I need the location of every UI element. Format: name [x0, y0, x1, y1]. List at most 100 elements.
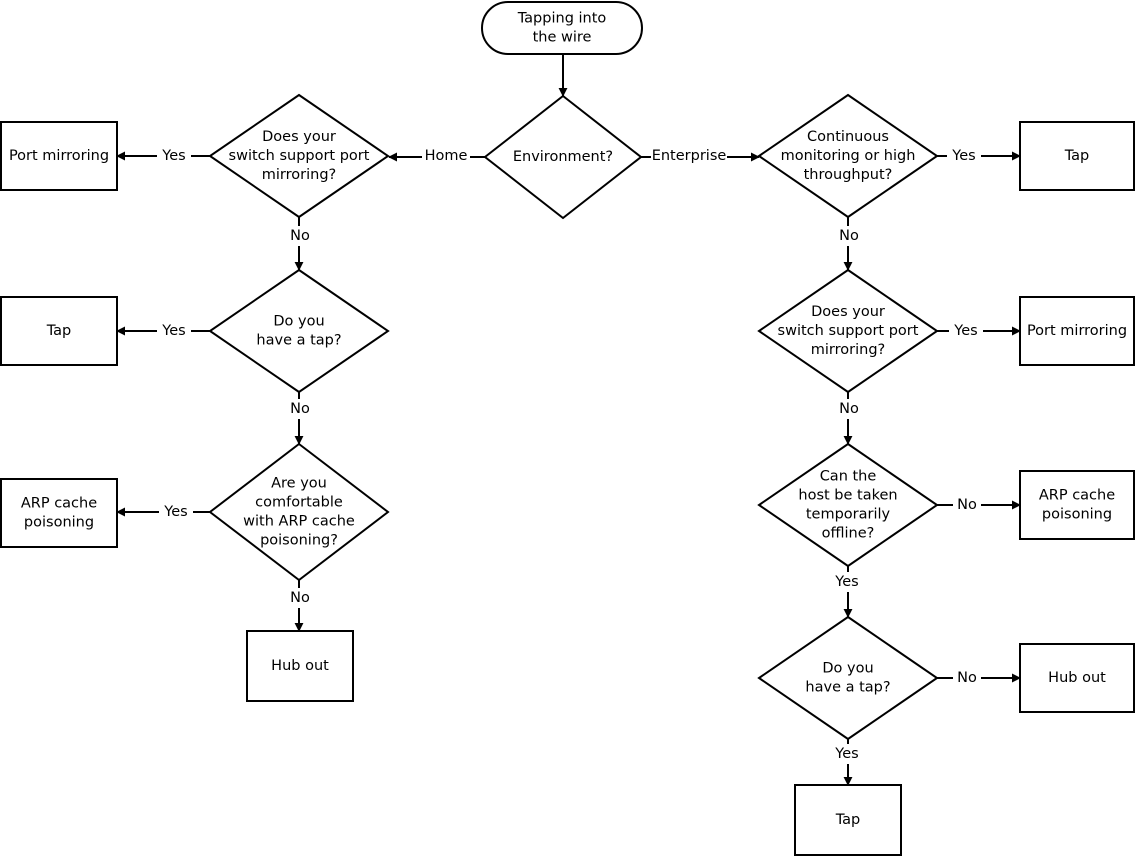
node-text-line: have a tap? [805, 680, 890, 696]
result-box [1019, 470, 1135, 540]
edge-label-text: Yes [834, 746, 858, 762]
edge-home-tap-yes-label: Yes [157, 321, 191, 341]
node-text-line: Do you [822, 661, 873, 677]
result-box [246, 630, 354, 702]
ent-port-mirroring-result: Port mirroring [1019, 296, 1135, 366]
edge-label-background [651, 146, 727, 166]
edge-ent-cont-no-label: No [836, 226, 862, 246]
edge-environment-enterprise-label: Enterprise [651, 146, 727, 166]
edge-environment-home-label: Home [422, 146, 470, 166]
edge-label-text: No [957, 497, 977, 513]
edge-label-text: Yes [834, 574, 858, 590]
node-text-line: host be taken [798, 488, 897, 504]
edge-label-background [953, 668, 981, 688]
edge-label-background [287, 588, 313, 608]
node-text-line: ARP cache [21, 496, 97, 512]
node-text-line: the wire [533, 30, 592, 46]
edge-home-tap-no-label: No [287, 399, 313, 419]
decision-diamond [483, 94, 643, 220]
edge-label-background [159, 502, 193, 522]
result-box [1019, 296, 1135, 366]
node-text-line: offline? [822, 526, 875, 542]
edge-label-background [287, 399, 313, 419]
home-port-mirroring-result: Port mirroring [0, 121, 118, 191]
edge-ent-tap-yes-label: Yes [830, 744, 864, 764]
edge-ent-offline-yes-label: Yes [830, 572, 864, 592]
edge-label-background [157, 146, 191, 166]
terminal-shape [481, 1, 643, 55]
node-text-line: Environment? [513, 149, 613, 165]
decision-diamond [757, 442, 939, 568]
home-tap-result: Tap [0, 296, 118, 366]
node-text-line: Does your [262, 129, 336, 145]
node-text-line: Does your [811, 304, 885, 320]
node-text-line: Are you [271, 476, 327, 492]
ent-arp-result: ARP cache poisoning [1019, 470, 1135, 540]
edge-ent-offline-no-label: No [953, 495, 981, 515]
node-text-line: switch support port [778, 323, 919, 339]
edge-label-background [953, 495, 981, 515]
ent-tap-decision: Do you have a tap? [757, 615, 939, 741]
decision-diamond [757, 615, 939, 741]
home-arp-decision: Are you comfortable with ARP cache poisonin… [208, 442, 390, 582]
node-text-line: Can the [820, 469, 877, 485]
node-text-line: comfortable [255, 495, 343, 511]
node-text-line: Hub out [271, 658, 329, 674]
edge-label-text: No [839, 401, 859, 417]
edge-ent-cont-yes-label: Yes [947, 146, 981, 166]
node-text-line: Port mirroring [9, 148, 109, 164]
result-box [0, 121, 118, 191]
edge-label-text: Yes [951, 148, 975, 164]
edge-ent-pm-no-label: No [836, 399, 862, 419]
node-text-line: poisoning [24, 515, 94, 531]
ent-tap-result: Tap [1019, 121, 1135, 191]
node-text-line: temporarily [806, 507, 891, 523]
edge-label-text: No [290, 228, 310, 244]
edge-label-background [836, 399, 862, 419]
edge-home-pm-yes-label: Yes [157, 146, 191, 166]
edge-label-text: No [957, 670, 977, 686]
ent-offline-decision: Can the host be taken temporarily offline? [757, 442, 939, 568]
edge-label-text: No [839, 228, 859, 244]
edge-label-background [830, 744, 864, 764]
ent-tap-final-result: Tap [794, 784, 902, 856]
decision-diamond [757, 268, 939, 394]
edge-label-text: Yes [161, 148, 185, 164]
node-text-line: have a tap? [256, 333, 341, 349]
result-box [1019, 643, 1135, 713]
edge-home-arp-no-label: No [287, 588, 313, 608]
node-text-line: ARP cache [1039, 488, 1115, 504]
edge-label-text: Yes [161, 323, 185, 339]
edge-home-arp-yes-label: Yes [159, 502, 193, 522]
node-text-line: poisoning? [260, 533, 338, 549]
node-text-line: poisoning [1042, 507, 1112, 523]
ent-hub-result: Hub out [1019, 643, 1135, 713]
edge-ent-tap-no-label: No [953, 668, 981, 688]
node-text-line: Tap [835, 812, 861, 828]
result-box [0, 478, 118, 548]
home-port-mirroring-decision: Does your switch support port mirroring? [208, 93, 390, 219]
edge-label-background [830, 572, 864, 592]
environment-decision: Environment? [483, 94, 643, 220]
edge-label-text: Enterprise [652, 148, 727, 164]
node-text-line: Continuous [807, 129, 889, 145]
decision-diamond [208, 442, 390, 582]
edge-home-pm-no-label: No [287, 226, 313, 246]
edge-label-text: Home [425, 148, 468, 164]
node-text-line: mirroring? [262, 167, 336, 183]
edge-label-text: No [290, 590, 310, 606]
edge-label-text: No [290, 401, 310, 417]
node-text-line: Tap [1064, 148, 1090, 164]
edge-label-background [157, 321, 191, 341]
node-text-line: switch support port [229, 148, 370, 164]
edge-label-text: Yes [163, 504, 187, 520]
node-text-line: with ARP cache [243, 514, 355, 530]
edge-label-background [422, 146, 470, 166]
